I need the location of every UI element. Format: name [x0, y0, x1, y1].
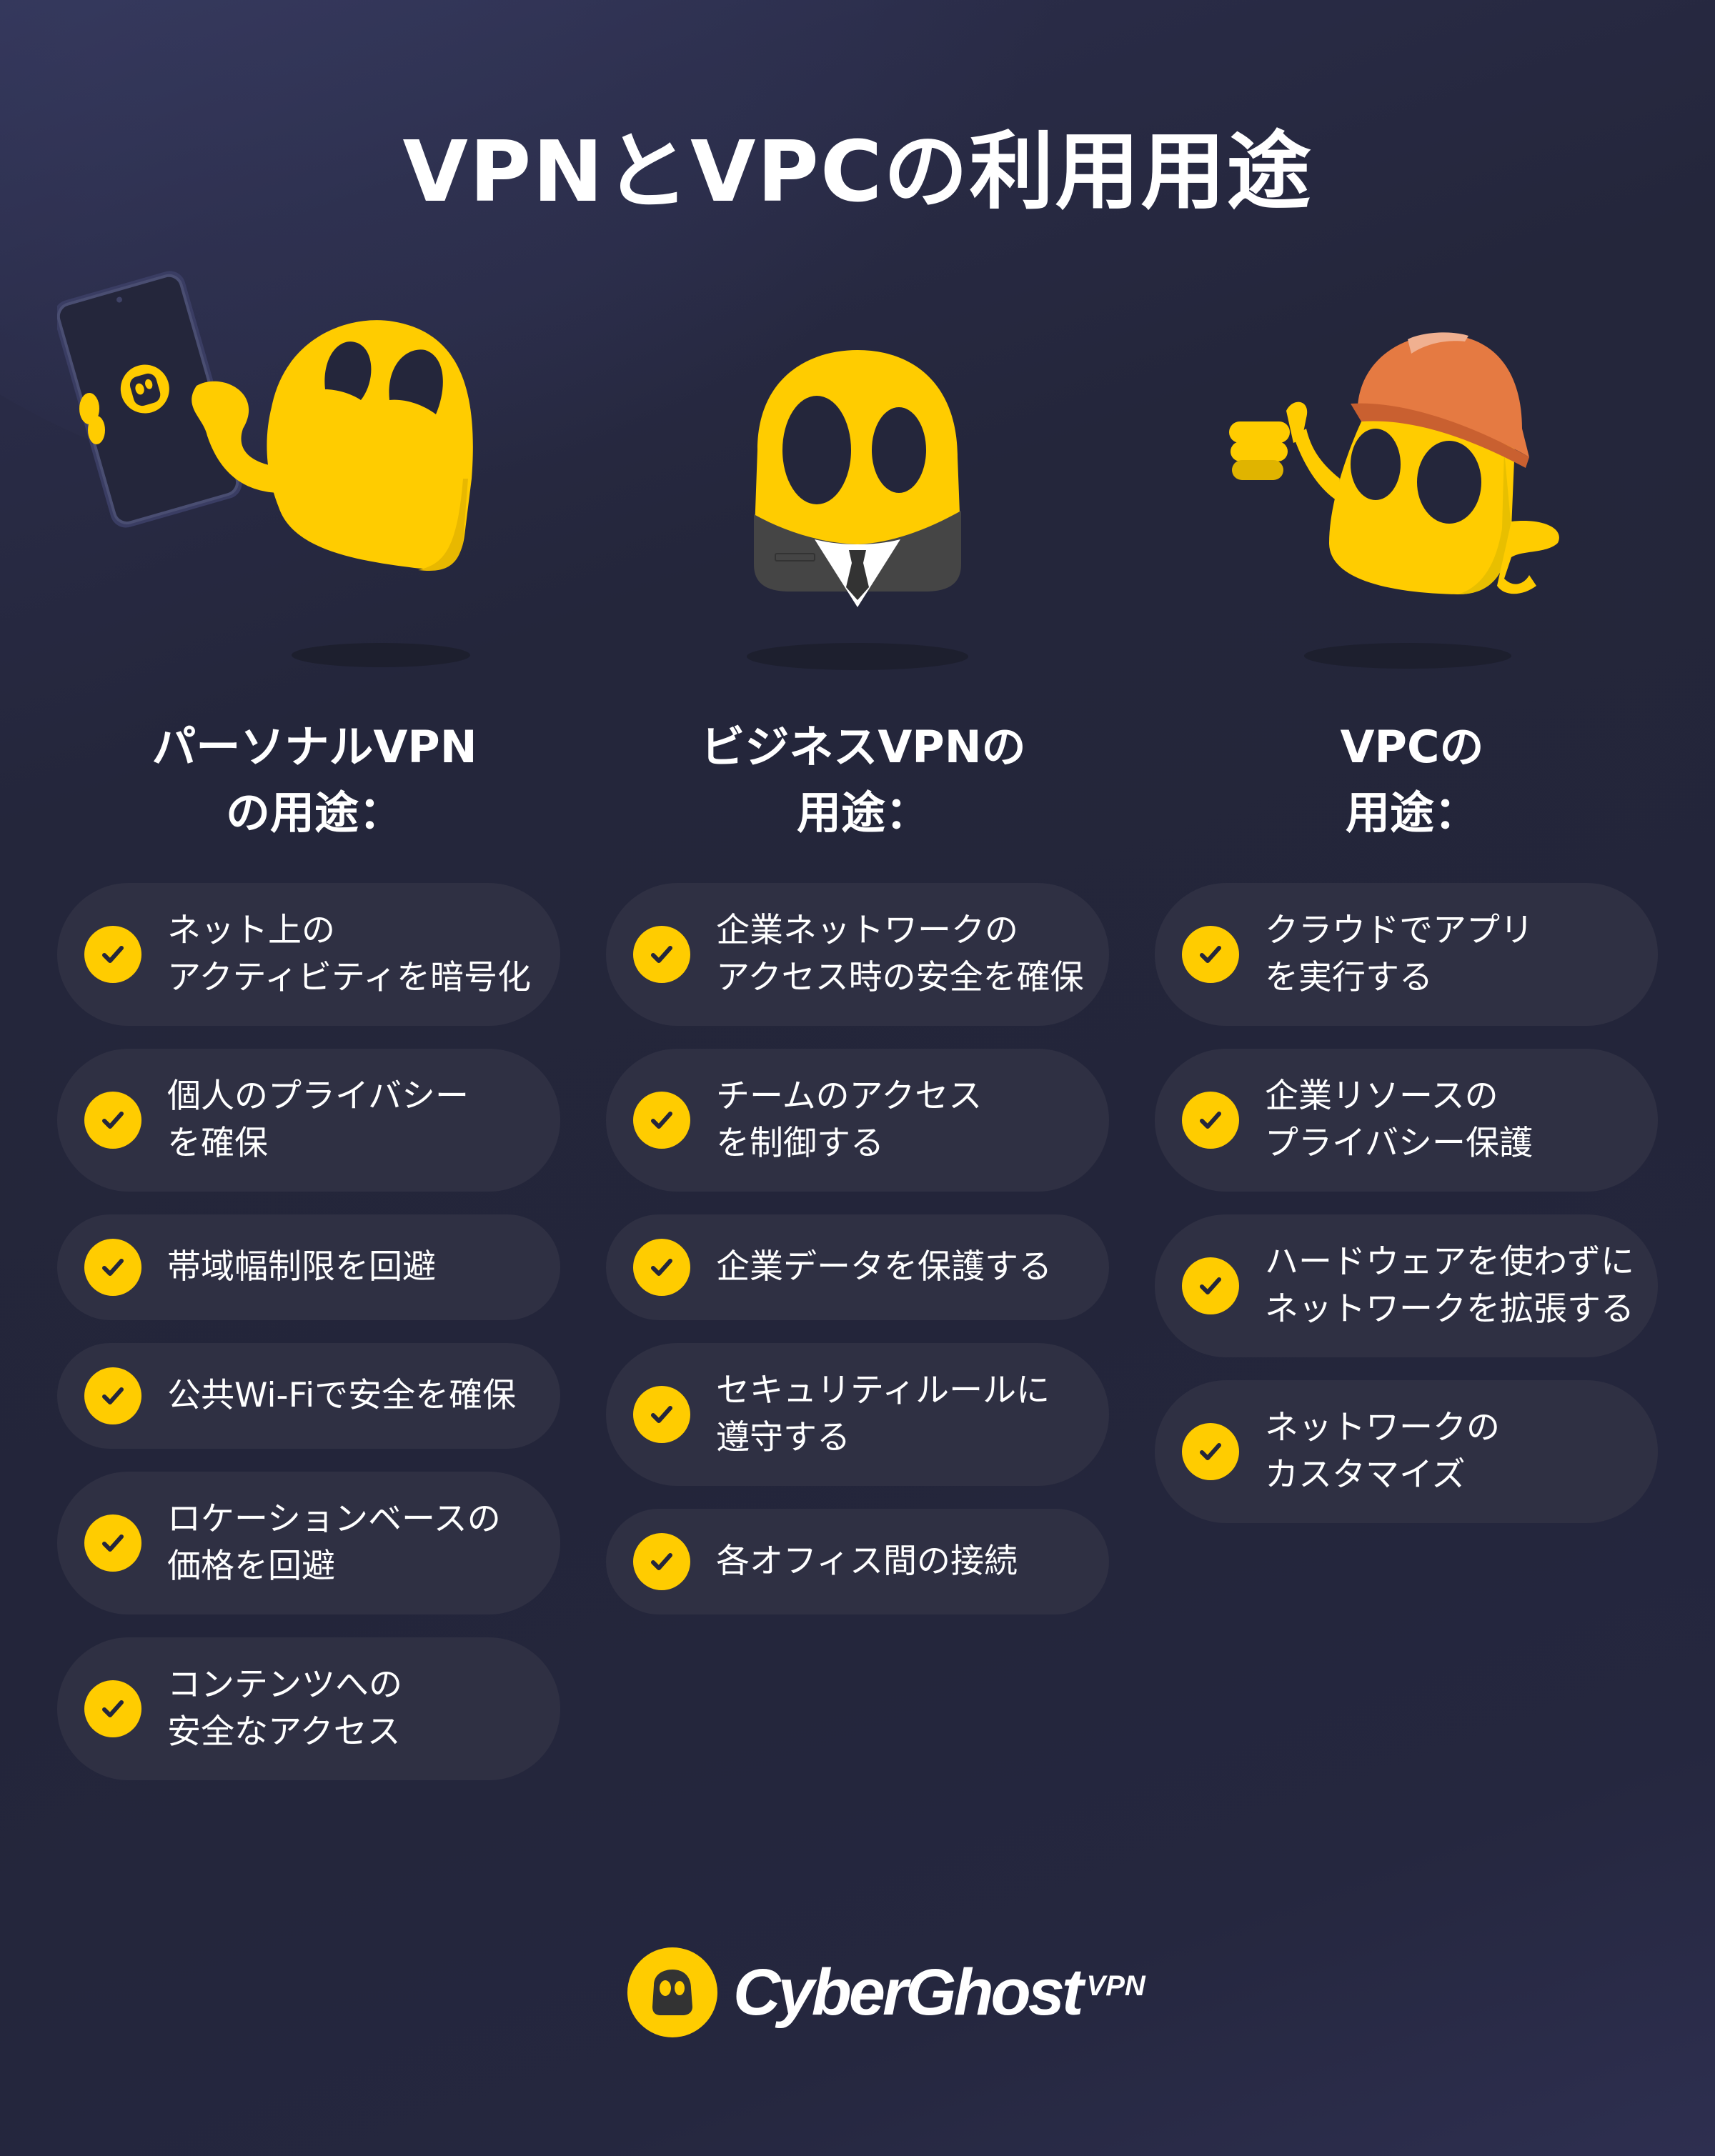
ghost-hard-hat-illustration	[1229, 332, 1559, 594]
list-item: ロケーションベースの 価格を回避	[57, 1472, 560, 1614]
check-icon	[1182, 926, 1239, 983]
list-item-text: 企業データを保護する	[716, 1247, 1052, 1287]
column-heading: ビジネスVPNの 用途：	[700, 721, 1026, 839]
list-item: クラウドでアプリ を実行する	[1155, 883, 1658, 1026]
check-icon	[84, 1239, 141, 1296]
list-item-text: 帯域幅制限を回避	[167, 1247, 436, 1287]
list-item: ネット上の アクティビティを暗号化	[57, 883, 560, 1026]
list-item: 各オフィス間の接続	[606, 1509, 1109, 1614]
ghost-with-phone-illustration	[57, 271, 473, 572]
list-item: 企業リソースの プライバシー保護	[1155, 1049, 1658, 1192]
list-item-text: ネット上の アクティビティを暗号化	[167, 911, 532, 997]
column-heading: VPCの 用途：	[1340, 721, 1484, 839]
list-item: 企業データを保護する	[606, 1214, 1109, 1320]
column-personal-vpn: パーソナルVPN の用途： ネット上の アクティビティを暗号化 個人のプライバシ…	[57, 714, 572, 1803]
list-item: ハードウェアを使わずに ネットワークを拡張する	[1155, 1214, 1658, 1357]
brand-suffix: VPN	[1086, 1970, 1145, 2002]
column-heading: パーソナルVPN の用途：	[151, 721, 477, 839]
check-icon	[84, 1367, 141, 1424]
list-item: セキュリティルールに 遵守する	[606, 1343, 1109, 1486]
list-item-text: 企業リソースの プライバシー保護	[1265, 1077, 1533, 1163]
list-item: 個人のプライバシー を確保	[57, 1049, 560, 1192]
list-item-text: チームのアクセス を制御する	[716, 1077, 983, 1163]
check-icon	[1182, 1423, 1239, 1480]
list-item-text: クラウドでアプリ を実行する	[1265, 911, 1533, 997]
list-item-text: 個人のプライバシー を確保	[167, 1077, 469, 1163]
check-icon	[633, 1386, 690, 1443]
mascot-shadow	[1304, 643, 1511, 669]
list-item-text: 公共Wi-Fiで安全を確保	[167, 1376, 517, 1415]
list-item: ネットワークの カスタマイズ	[1155, 1380, 1658, 1523]
check-icon	[1182, 1092, 1239, 1149]
check-icon	[84, 1514, 141, 1572]
check-icon	[84, 1092, 141, 1149]
check-icon	[633, 1092, 690, 1149]
mascot-shadow	[292, 643, 470, 667]
check-icon	[1182, 1257, 1239, 1314]
check-icon	[84, 1680, 141, 1737]
list-item-text: セキュリティルールに 遵守する	[716, 1371, 1050, 1457]
check-icon	[84, 926, 141, 983]
list-item: チームのアクセス を制御する	[606, 1049, 1109, 1192]
check-icon	[633, 1533, 690, 1590]
brand-name: CyberGhost	[733, 1955, 1084, 2029]
check-icon	[633, 926, 690, 983]
list-item: 企業ネットワークの アクセス時の安全を確保	[606, 883, 1109, 1026]
list-item-text: ロケーションベースの 価格を回避	[167, 1499, 501, 1586]
column-business-vpn: ビジネスVPNの 用途： 企業ネットワークの アクセス時の安全を確保 チームのア…	[606, 714, 1120, 1637]
list-item: 帯域幅制限を回避	[57, 1214, 560, 1320]
list-item: コンテンツへの 安全なアクセス	[57, 1637, 560, 1780]
list-item-text: ハードウェアを使わずに ネットワークを拡張する	[1265, 1242, 1634, 1329]
mascot-shadow	[747, 643, 968, 670]
list-item: 公共Wi-Fiで安全を確保	[57, 1343, 560, 1449]
page-title: VPNとVPCの利用用途	[402, 122, 1313, 221]
ghost-logo-icon	[627, 1947, 717, 2037]
list-item-text: ネットワークの カスタマイズ	[1265, 1408, 1500, 1494]
list-item-text: コンテンツへの 安全なアクセス	[167, 1665, 402, 1752]
column-vpc: VPCの 用途： クラウドでアプリ を実行する 企業リソースの プライバシー保護…	[1155, 714, 1669, 1546]
list-item-text: 各オフィス間の接続	[716, 1542, 1018, 1581]
ghost-business-suit-illustration	[754, 350, 961, 607]
cyberghost-logo: CyberGhost VPN	[627, 1947, 1145, 2037]
check-icon	[633, 1239, 690, 1296]
list-item-text: 企業ネットワークの アクセス時の安全を確保	[716, 911, 1084, 997]
